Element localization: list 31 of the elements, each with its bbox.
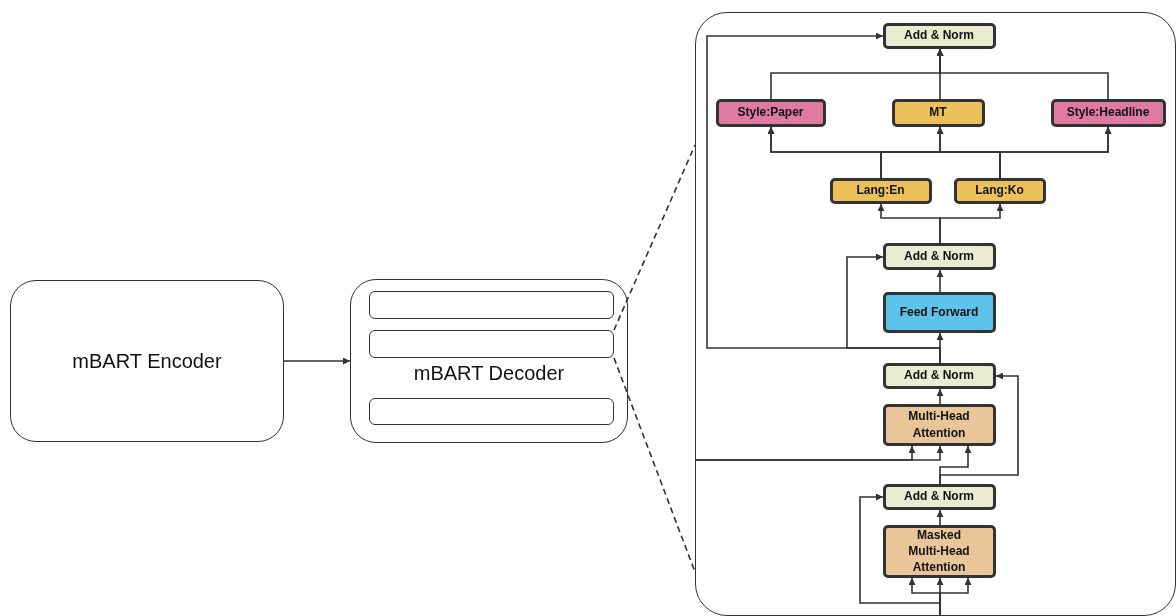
encoder-box: mBART Encoder — [10, 280, 284, 442]
arrow — [859, 493, 941, 616]
arrow — [936, 48, 1109, 100]
attention-box: Masked Multi-Head Attention — [882, 524, 996, 578]
add-norm-box: Add & Norm — [882, 362, 996, 389]
arrow — [936, 388, 944, 405]
layer-box — [368, 290, 614, 319]
layer-box — [368, 329, 614, 358]
style-adapter-box: Style:Paper — [715, 98, 826, 127]
add-norm-box: Add & Norm — [882, 22, 996, 49]
language-adapter-box: Lang:Ko — [953, 177, 1046, 204]
add-norm-box: Add & Norm — [882, 483, 996, 510]
add-norm-box: Add & Norm — [882, 242, 996, 270]
arrow — [936, 269, 944, 293]
layer-box — [368, 397, 614, 425]
node-label: mBART Decoder — [412, 362, 566, 385]
adapter-box: MT — [891, 98, 985, 127]
decoder-layer-panel — [695, 12, 1176, 616]
zoom-line — [613, 357, 696, 573]
zoom-line — [613, 144, 696, 331]
arrow — [939, 203, 1004, 244]
arrow — [936, 509, 944, 526]
style-adapter-box: Style:Headline — [1050, 98, 1166, 127]
attention-box: Multi-Head Attention — [882, 403, 996, 446]
arrow — [706, 32, 941, 364]
arrow — [283, 357, 351, 365]
feed-forward-box: Feed Forward — [882, 291, 996, 333]
arrow — [939, 372, 1019, 485]
decoder-box — [350, 279, 628, 443]
arrow — [999, 126, 1112, 179]
language-adapter-box: Lang:En — [829, 177, 932, 204]
